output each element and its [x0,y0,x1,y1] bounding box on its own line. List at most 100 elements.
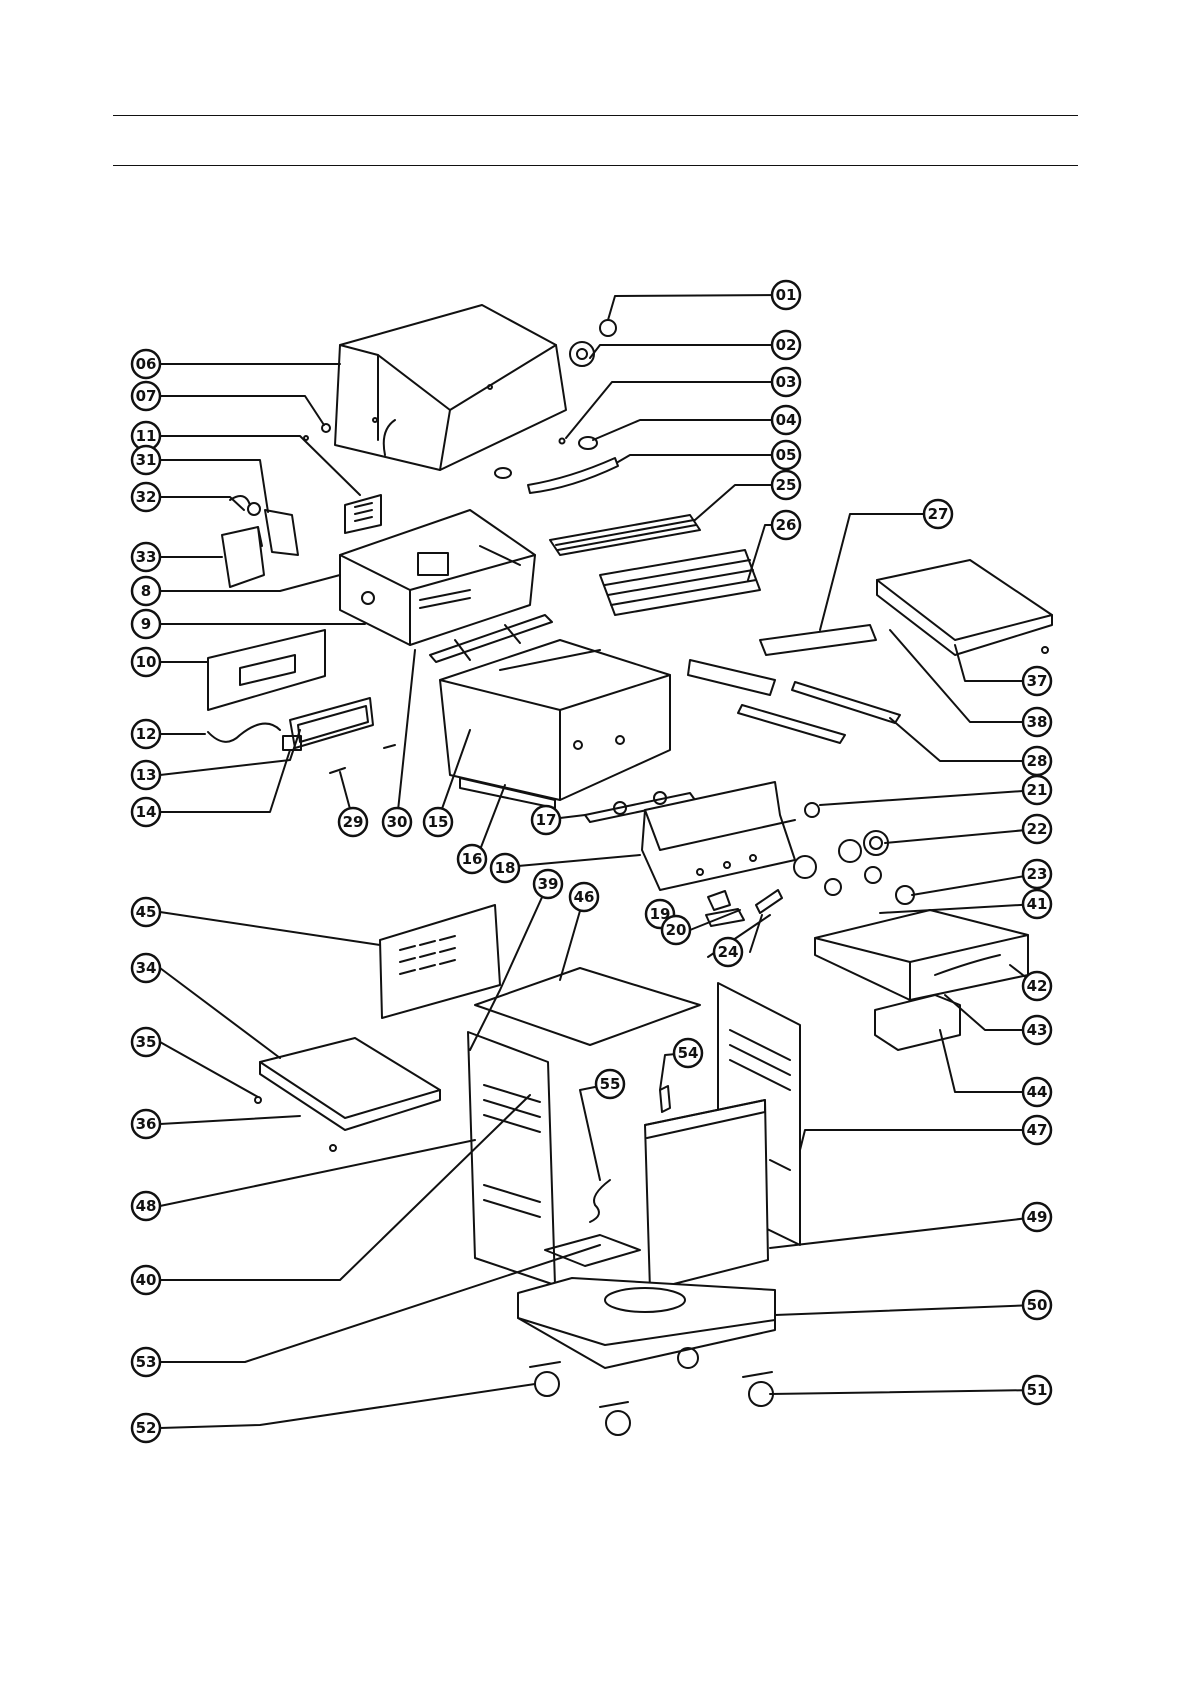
cart-left-side-part [468,1032,555,1285]
callout-47: 47 [1023,1116,1051,1144]
callout-02: 02 [772,331,800,359]
callout-46: 46 [570,883,598,911]
callout-label: 25 [776,476,797,494]
callout-label: 48 [136,1197,157,1215]
callout-label: 27 [928,505,949,523]
front-panel-part [208,630,325,710]
callout-43: 43 [1023,1016,1051,1044]
callout-52: 52 [132,1414,160,1442]
callout-38: 38 [1023,708,1051,736]
callout-label: 54 [678,1044,699,1062]
callout-44: 44 [1023,1078,1051,1106]
knob-part [805,803,819,817]
callout-22: 22 [1023,815,1051,843]
callout-05: 05 [772,441,800,469]
callout-label: 35 [136,1033,157,1051]
callout-label: 21 [1027,781,1048,799]
wire-part [208,724,280,742]
callout-label: 23 [1027,865,1048,883]
callout-label: 40 [136,1271,157,1289]
callout-45: 45 [132,898,160,926]
callout-label: 30 [387,813,408,831]
callout-label: 04 [776,411,797,429]
callout-label: 28 [1027,752,1048,770]
callout-label: 03 [776,373,797,391]
callout-label: 45 [136,903,157,921]
vent-plate-part [345,495,381,533]
callout-label: 02 [776,336,797,354]
callout-label: 15 [428,813,449,831]
handle-part [528,458,618,493]
callout-10: 10 [132,648,160,676]
callout-label: 06 [136,355,157,373]
callout-03: 03 [772,368,800,396]
callout-label: 24 [718,943,739,961]
igniter-part [222,496,298,587]
callout-label: 9 [141,615,151,633]
callout-28: 28 [1023,747,1051,775]
callout-15: 15 [424,808,452,836]
callout-04: 04 [772,406,800,434]
callout-label: 52 [136,1419,157,1437]
callout-label: 32 [136,488,157,506]
callout-label: 44 [1027,1083,1048,1101]
callout-label: 12 [136,725,157,743]
callout-label: 38 [1027,713,1048,731]
callout-label: 16 [462,850,483,868]
lid-part [335,305,566,470]
callout-27: 27 [924,500,952,528]
callout-label: 34 [136,959,157,977]
callout-label: 07 [136,387,157,405]
callout-23: 23 [1023,860,1051,888]
callout-label: 36 [136,1115,157,1133]
callout-label: 51 [1027,1381,1048,1399]
callout-label: 41 [1027,895,1048,913]
side-shelf-left-part [255,1038,440,1151]
callout-label: 01 [776,286,797,304]
callout-39: 39 [534,870,562,898]
door-part [645,1100,768,1290]
callout-label: 22 [1027,820,1048,838]
callout-26: 26 [772,511,800,539]
callout-54: 54 [674,1039,702,1067]
callout-51: 51 [1023,1376,1051,1404]
callout-label: 31 [136,451,157,469]
callout-label: 46 [574,888,595,906]
callout-14: 14 [132,798,160,826]
callout-label: 42 [1027,977,1048,995]
callout-9: 9 [132,610,160,638]
callout-34: 34 [132,954,160,982]
callout-41: 41 [1023,890,1051,918]
callout-48: 48 [132,1192,160,1220]
grate-part [550,515,760,615]
burner-part [792,682,900,723]
callout-37: 37 [1023,667,1051,695]
callout-49: 49 [1023,1203,1051,1231]
clip-part [660,1086,670,1112]
callout-06: 06 [132,350,160,378]
callout-label: 47 [1027,1121,1048,1139]
tank-plate-part [545,1235,640,1266]
callout-label: 05 [776,446,797,464]
callout-32: 32 [132,483,160,511]
bottom-plate-part [475,968,700,1045]
bolt-part [330,768,345,773]
callout-42: 42 [1023,972,1051,1000]
callout-label: 33 [136,548,157,566]
callout-label: 37 [1027,672,1048,690]
side-shelf-right-part [877,560,1052,655]
callout-20: 20 [662,916,690,944]
callout-label: 39 [538,875,559,893]
callout-33: 33 [132,543,160,571]
callout-40: 40 [132,1266,160,1294]
caster-part [530,1348,773,1435]
callout-label: 50 [1027,1296,1048,1314]
callout-8: 8 [132,577,160,605]
bracket-part [708,891,730,910]
back-panel-part [380,905,500,1018]
callout-01: 01 [772,281,800,309]
callout-label: 18 [495,859,516,877]
callout-label: 13 [136,766,157,784]
